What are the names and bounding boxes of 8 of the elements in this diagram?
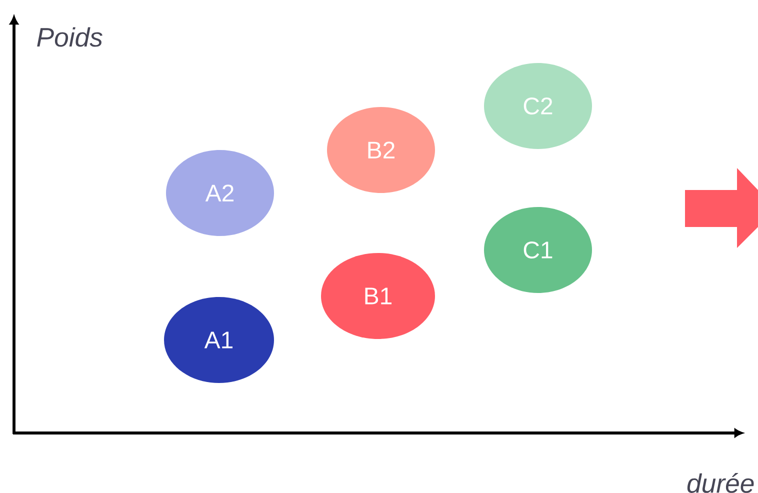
ellipse-node: A1 xyxy=(164,297,274,383)
ellipse-node: C1 xyxy=(484,207,592,293)
axis-label: Poids xyxy=(37,27,102,47)
ellipse-node: B1 xyxy=(321,253,435,339)
ellipse-node: B2 xyxy=(327,107,435,193)
ellipse-node: A2 xyxy=(166,150,274,236)
ellipse-node: C2 xyxy=(484,63,592,149)
axis-label: durée xyxy=(687,473,754,493)
